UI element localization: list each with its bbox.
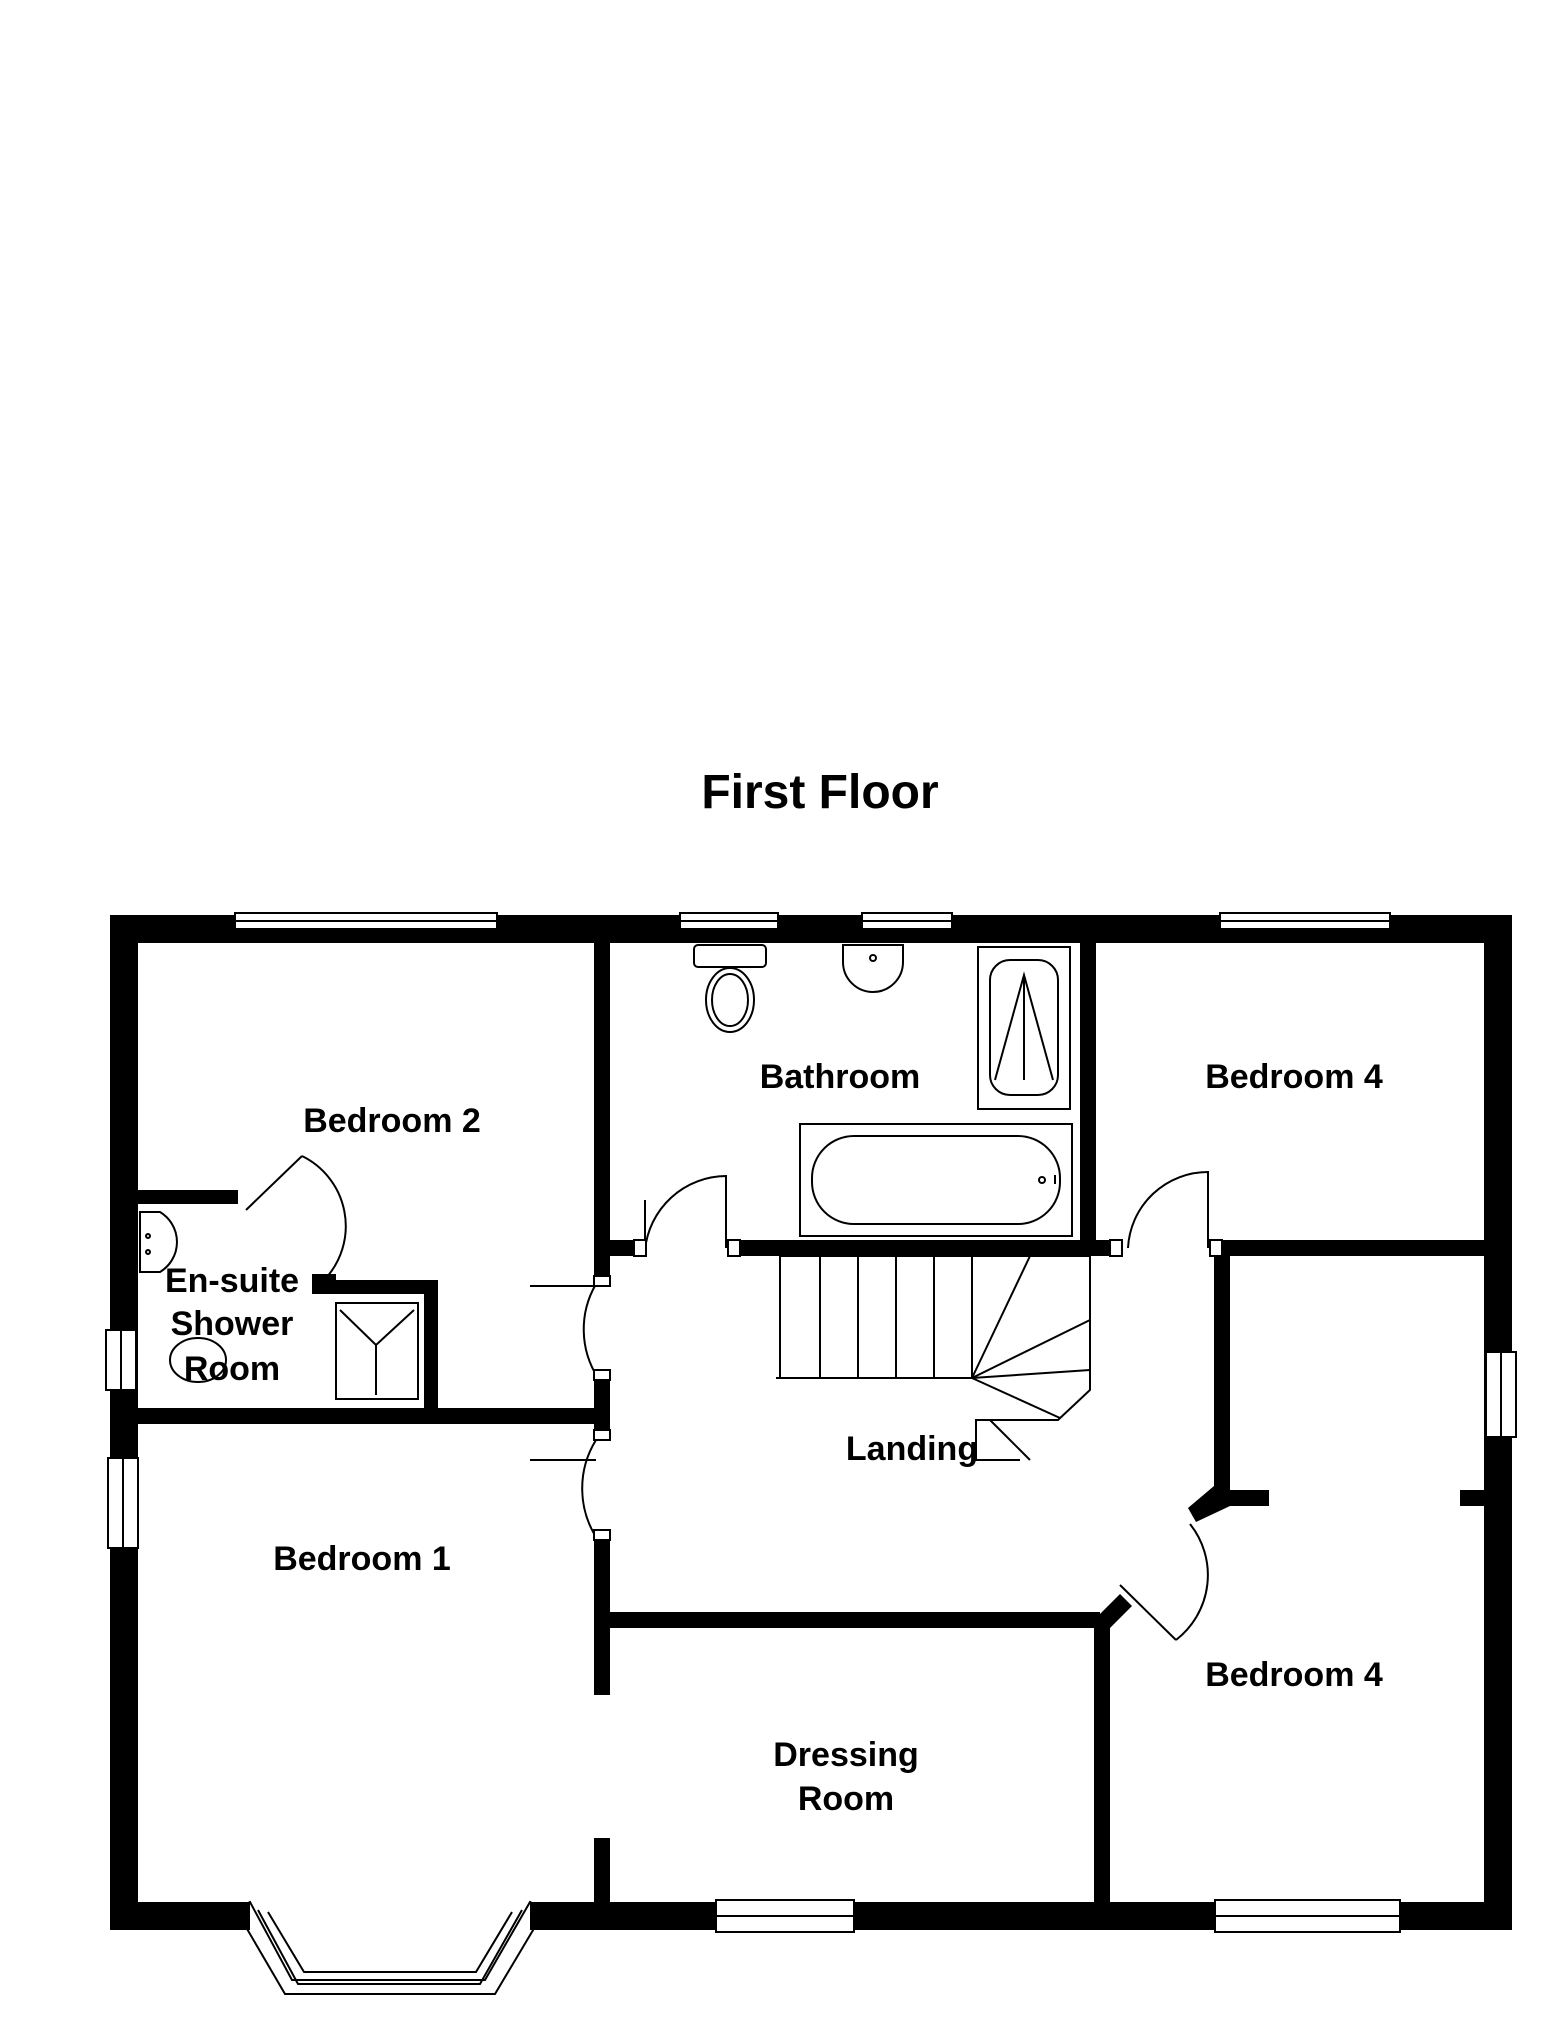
basin: [842, 944, 904, 993]
room-labels: Bedroom 2 Bathroom Bedroom 4 En-suite Sh…: [165, 1058, 1383, 1818]
toilet-cistern: [693, 944, 767, 968]
label-bathroom: Bathroom: [760, 1058, 921, 1096]
ensuite-basin: [139, 1211, 178, 1273]
doors: [245, 1155, 1223, 1641]
interior-walls: [138, 943, 1484, 1902]
staircase: [776, 1255, 1091, 1461]
label-bedroom-4-top: Bedroom 4: [1205, 1058, 1383, 1096]
label-ensuite-1: En-suite: [165, 1262, 299, 1300]
label-ensuite-3: Room: [184, 1350, 280, 1388]
label-bedroom-2: Bedroom 2: [303, 1102, 481, 1140]
bay-window: [110, 1900, 716, 1995]
toilet-bowl: [705, 967, 755, 1033]
label-dressing-1: Dressing: [773, 1736, 919, 1774]
label-bedroom-4-bottom: Bedroom 4: [1205, 1656, 1383, 1694]
label-dressing-2: Room: [798, 1780, 894, 1818]
ensuite-fixtures: [139, 1211, 419, 1400]
label-landing: Landing: [846, 1430, 978, 1468]
label-bedroom-1: Bedroom 1: [273, 1540, 451, 1578]
bathroom-fixtures: [693, 944, 1073, 1237]
bath: [799, 1123, 1073, 1237]
floor-title: First Floor: [701, 766, 938, 819]
ensuite-toilet: [169, 1337, 227, 1383]
label-ensuite-2: Shower: [171, 1305, 294, 1343]
windows: [105, 912, 1517, 1933]
